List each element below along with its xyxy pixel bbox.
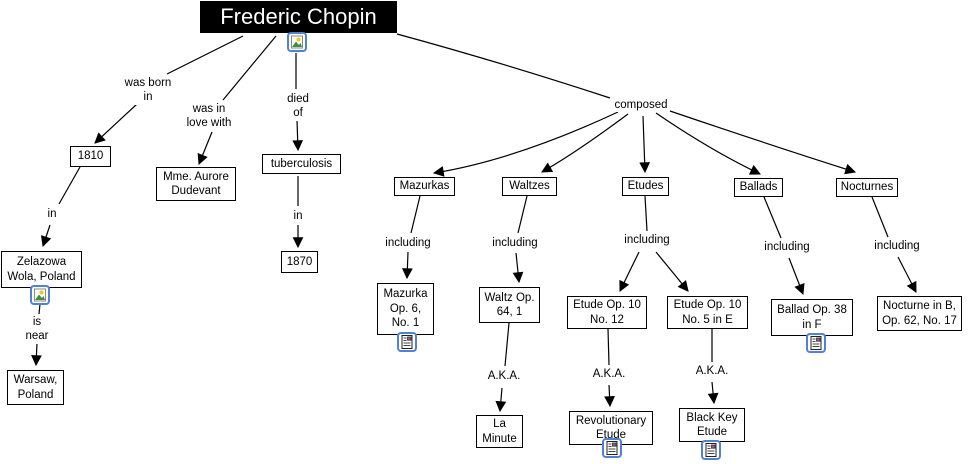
concept-mazurkas[interactable]: Mazurkas — [394, 177, 455, 196]
concept-waltzes[interactable]: Waltzes — [502, 177, 557, 196]
document-resource-icon[interactable] — [602, 438, 622, 458]
concept-ballad-op38-in-f[interactable]: Ballad Op. 38 in F — [771, 299, 853, 336]
link-label-aka-etude5[interactable]: A.K.A. — [693, 364, 731, 379]
concept-etude-op10-no12[interactable]: Etude Op. 10 No. 12 — [567, 296, 647, 329]
link-label-in-death[interactable]: in — [291, 209, 305, 224]
concept-tuberculosis[interactable]: tuberculosis — [262, 154, 341, 174]
concept-frederic-chopin[interactable]: Frederic Chopin — [200, 1, 397, 33]
link-label-aka-etude12[interactable]: A.K.A. — [590, 367, 628, 382]
concept-revolutionary-etude[interactable]: Revolutionary Etude — [569, 411, 653, 445]
concept-nocturnes[interactable]: Nocturnes — [836, 178, 898, 197]
link-label-aka-waltz[interactable]: A.K.A. — [485, 369, 523, 384]
link-label-including-etudes[interactable]: including — [622, 233, 672, 248]
concept-mme-aurore-dudevant[interactable]: Mme. Aurore Dudevant — [156, 167, 236, 201]
document-resource-icon[interactable] — [701, 440, 721, 460]
picture-resource-icon[interactable] — [287, 32, 307, 52]
link-label-was-in-love-with[interactable]: was in love with — [184, 102, 234, 131]
concept-etude-op10-no5[interactable]: Etude Op. 10 No. 5 in E — [667, 296, 748, 329]
link-label-was-born-in[interactable]: was born in — [122, 76, 174, 105]
link-label-composed[interactable]: composed — [612, 98, 670, 113]
concept-1870[interactable]: 1870 — [281, 251, 318, 273]
concept-black-key-etude[interactable]: Black Key Etude — [679, 408, 745, 442]
link-label-including-nocturnes[interactable]: including — [872, 239, 922, 254]
link-label-including-ballads[interactable]: including — [762, 240, 812, 255]
concept-waltz-op64-1[interactable]: Waltz Op. 64, 1 — [479, 287, 540, 323]
concept-1810[interactable]: 1810 — [70, 146, 111, 167]
concept-nocturne-op62-no17[interactable]: Nocturne in B, Op. 62, No. 17 — [877, 296, 962, 331]
picture-resource-icon[interactable] — [30, 285, 50, 305]
concept-la-minute[interactable]: La Minute — [476, 415, 523, 448]
link-label-in-birth[interactable]: in — [45, 207, 59, 222]
document-resource-icon[interactable] — [397, 332, 417, 352]
link-label-including-mazurkas[interactable]: including — [383, 236, 433, 251]
link-label-including-waltzes[interactable]: including — [490, 236, 540, 251]
link-label-died-of[interactable]: died of — [285, 92, 311, 121]
document-resource-icon[interactable] — [806, 333, 826, 353]
concept-mazurka-op6-no1[interactable]: Mazurka Op. 6, No. 1 — [377, 283, 434, 335]
link-label-is-near[interactable]: is near — [23, 315, 51, 344]
concept-ballads[interactable]: Ballads — [734, 178, 783, 197]
concept-warsaw-poland[interactable]: Warsaw, Poland — [7, 370, 64, 405]
concept-etudes[interactable]: Etudes — [622, 177, 669, 196]
concept-zelazowa-wola[interactable]: Zelazowa Wola, Poland — [1, 251, 82, 288]
